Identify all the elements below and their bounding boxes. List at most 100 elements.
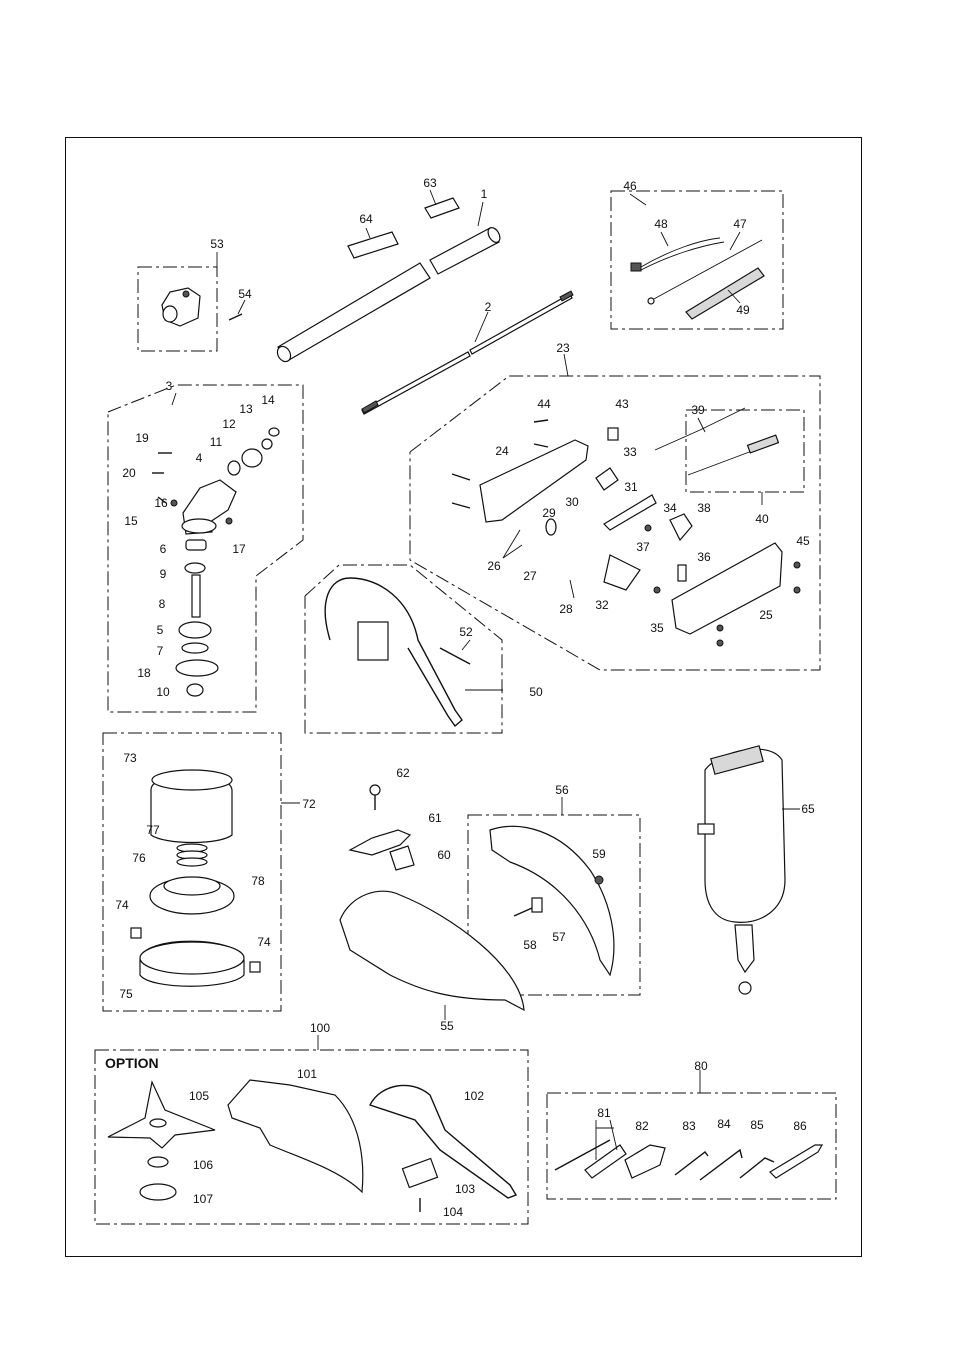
drive-shaft — [362, 291, 573, 414]
main-tube — [275, 198, 503, 364]
part-label: 33 — [623, 445, 637, 459]
part-label: 105 — [189, 1089, 209, 1103]
part-label: 17 — [232, 542, 246, 556]
part-label: 28 — [559, 602, 573, 616]
group-boxes — [95, 191, 836, 1224]
part-label: 56 — [555, 783, 569, 797]
part-label: 35 — [650, 621, 664, 635]
leader-lines — [172, 190, 800, 1160]
part-label: 39 — [691, 403, 705, 417]
part-label: 3 — [166, 379, 173, 393]
part-label: 49 — [736, 303, 750, 317]
part-label: 63 — [423, 176, 437, 190]
part-label: 101 — [297, 1067, 317, 1081]
part-labels: 1 2 3 4 5 6 7 8 9 10 11 12 13 14 15 16 1… — [105, 176, 815, 1219]
part-label: 6 — [160, 542, 167, 556]
part-label: 61 — [428, 811, 442, 825]
part-label: 27 — [523, 569, 537, 583]
guard-assembly — [340, 785, 614, 1010]
part-label: 81 — [597, 1106, 611, 1120]
part-label: 104 — [443, 1205, 463, 1219]
part-label: 64 — [359, 212, 373, 226]
part-label: 29 — [542, 506, 556, 520]
part-label: 13 — [239, 402, 253, 416]
loop-handle — [325, 578, 470, 726]
part-label: 18 — [137, 666, 151, 680]
part-label: 1 — [481, 187, 488, 201]
part-label: 107 — [193, 1192, 213, 1206]
part-label: 23 — [556, 341, 570, 355]
part-label: 34 — [663, 501, 677, 515]
part-label: 25 — [759, 608, 773, 622]
part-label: 76 — [132, 851, 146, 865]
shoulder-harness — [698, 746, 785, 994]
part-label: 11 — [210, 435, 223, 449]
part-label: 15 — [124, 514, 138, 528]
part-label: 74 — [115, 898, 129, 912]
part-label: 7 — [157, 644, 164, 658]
part-label: 10 — [156, 685, 170, 699]
part-label: 73 — [123, 751, 137, 765]
part-label: 82 — [635, 1119, 649, 1133]
part-label: 52 — [459, 625, 473, 639]
part-label: 20 — [122, 466, 136, 480]
box-group-50 — [305, 565, 502, 733]
part-label: 84 — [717, 1117, 731, 1131]
part-label: 24 — [495, 444, 509, 458]
part-label: 60 — [437, 848, 451, 862]
part-label: 59 — [592, 847, 606, 861]
part-label: 43 — [615, 397, 629, 411]
part-label: 78 — [251, 874, 265, 888]
part-label: 14 — [261, 393, 275, 407]
tool-set — [555, 1140, 822, 1180]
part-label: 106 — [193, 1158, 213, 1172]
part-label: 45 — [796, 534, 810, 548]
part-label: 30 — [565, 495, 579, 509]
part-label: 85 — [750, 1118, 764, 1132]
part-label: 36 — [697, 550, 711, 564]
part-label: 86 — [793, 1119, 807, 1133]
part-label: 8 — [159, 597, 166, 611]
part-label: 53 — [210, 237, 224, 251]
part-label: 48 — [654, 217, 668, 231]
part-label: 40 — [755, 512, 769, 526]
part-label: 9 — [160, 567, 167, 581]
part-label: 54 — [238, 287, 252, 301]
part-label: 57 — [552, 930, 566, 944]
part-label: 75 — [119, 987, 133, 1001]
box-group-40 — [686, 410, 804, 492]
part-label: 37 — [636, 540, 650, 554]
part-label: 38 — [697, 501, 711, 515]
part-label: 80 — [694, 1059, 708, 1073]
part-label: 62 — [396, 766, 410, 780]
trimmer-head — [131, 770, 260, 986]
part-label: 58 — [523, 938, 537, 952]
box-group-80 — [547, 1093, 836, 1199]
part-label: 74 — [257, 935, 271, 949]
gear-head — [152, 428, 279, 696]
part-label: 5 — [157, 623, 164, 637]
part-label: 65 — [801, 802, 815, 816]
part-label: 4 — [196, 451, 203, 465]
part-label: 50 — [529, 685, 543, 699]
part-label: 19 — [135, 431, 149, 445]
part-label: 102 — [464, 1089, 484, 1103]
clamp-53 — [162, 288, 242, 326]
option-heading: OPTION — [105, 1055, 159, 1071]
part-label: 16 — [154, 496, 168, 510]
part-label: 55 — [440, 1019, 454, 1033]
part-label: 83 — [682, 1119, 696, 1133]
part-label: 46 — [623, 179, 637, 193]
part-label: 12 — [222, 417, 236, 431]
part-label: 72 — [302, 797, 316, 811]
part-label: 31 — [624, 480, 638, 494]
part-label: 100 — [310, 1021, 330, 1035]
part-label: 47 — [733, 217, 747, 231]
part-label: 32 — [595, 598, 609, 612]
part-label: 26 — [487, 559, 501, 573]
part-label: 103 — [455, 1182, 475, 1196]
part-label: 77 — [146, 823, 160, 837]
part-label: 44 — [537, 397, 551, 411]
part-label: 2 — [485, 300, 492, 314]
